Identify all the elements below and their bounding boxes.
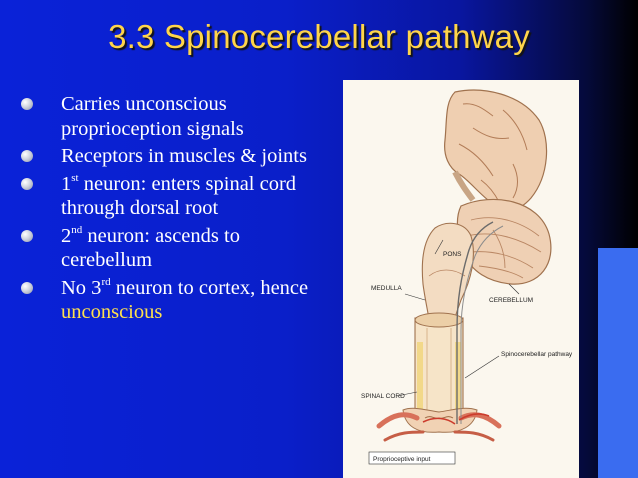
bullet-item: 2nd neuron: ascends to cerebellum: [18, 224, 318, 273]
label-medulla: MEDULLA: [371, 285, 402, 292]
bullet-prefix: 1: [61, 172, 72, 195]
label-spinal-cord: SPINAL CORD: [361, 393, 405, 400]
bullet-superscript: nd: [71, 223, 83, 236]
bullet-list: Carries unconscious proprioception signa…: [18, 92, 318, 328]
cortex-illustration: [444, 89, 548, 211]
bullet-text: neuron: enters spinal cord through dorsa…: [61, 172, 297, 220]
bullet-item: Receptors in muscles & joints: [18, 144, 318, 169]
spinal-cord-illustration: [402, 312, 478, 433]
bullet-icon: [21, 150, 33, 162]
spinocerebellar-diagram: PONS MEDULLA CEREBELLUM Spinocerebellar …: [361, 89, 573, 465]
bullet-prefix: No 3: [61, 276, 102, 299]
bullet-icon: [21, 177, 33, 190]
bullet-text: neuron: ascends to cerebellum: [61, 224, 240, 272]
label-cerebellum: CEREBELLUM: [489, 297, 533, 304]
bullet-text: Carries unconscious proprioception signa…: [61, 93, 244, 140]
bullet-item: No 3rd neuron to cortex, hence unconscio…: [18, 276, 318, 325]
bullet-icon: [21, 229, 33, 242]
bullet-highlight: unconscious: [61, 301, 163, 323]
bullet-text: Receptors in muscles & joints: [61, 145, 307, 167]
bullet-superscript: st: [71, 171, 79, 184]
leader-lines: [396, 239, 520, 397]
bullet-icon: [21, 98, 33, 110]
accent-bar: [598, 248, 638, 478]
label-pathway: Spinocerebellar pathway: [501, 351, 573, 358]
anatomy-figure: PONS MEDULLA CEREBELLUM Spinocerebellar …: [343, 80, 579, 478]
bullet-item: 1st neuron: enters spinal cord through d…: [18, 172, 318, 221]
pathway-lines: [422, 221, 504, 425]
slide-title: 3.3 Spinocerebellar pathway: [108, 18, 530, 55]
bullet-icon: [21, 281, 33, 294]
bullet-text: neuron to cortex, hence: [110, 276, 309, 299]
bullet-superscript: rd: [101, 275, 111, 288]
label-proprioceptive-input: Proprioceptive input: [373, 456, 431, 463]
bullet-prefix: 2: [61, 224, 72, 247]
bullet-item: Carries unconscious proprioception signa…: [18, 92, 318, 141]
label-pons: PONS: [443, 251, 462, 258]
